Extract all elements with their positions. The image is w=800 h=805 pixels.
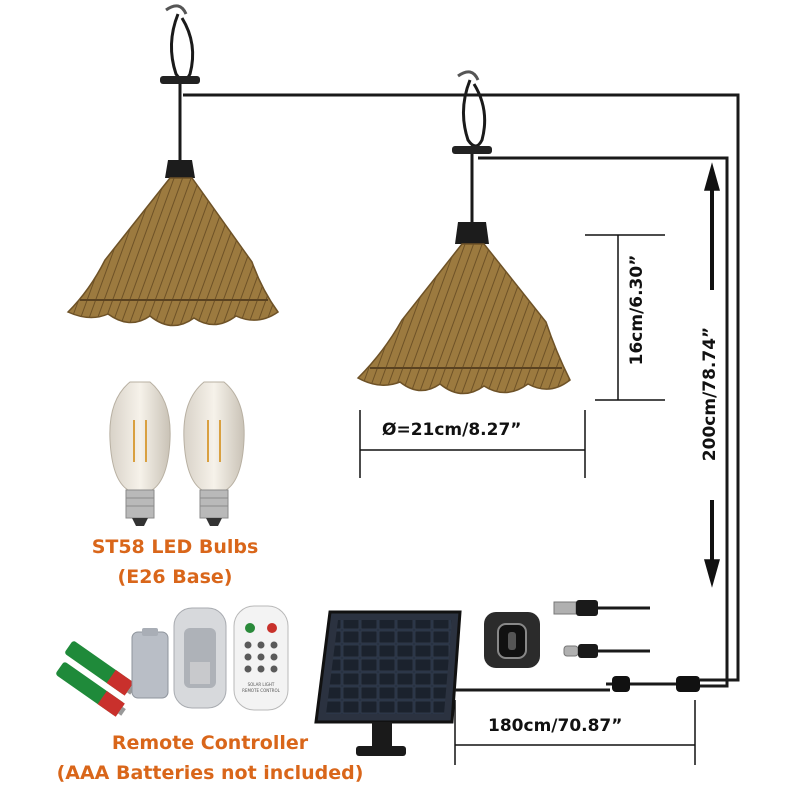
solar-panel <box>314 610 610 756</box>
dimension-lines <box>359 162 720 765</box>
usb-c-cable-icon <box>563 644 650 658</box>
panel-cable-label: 180cm/70.87” <box>488 716 623 736</box>
aaa-batteries <box>56 641 135 717</box>
pendant-lamp-left <box>66 4 280 327</box>
svg-text:SOLAR LIGHT: SOLAR LIGHT <box>248 682 275 687</box>
usb-c-port-icon <box>484 612 540 668</box>
diameter-label: Ø=21cm/8.27” <box>382 420 522 440</box>
hang-length-label: 200cm/78.74” <box>700 326 720 462</box>
remote-back-cover <box>131 628 169 699</box>
shade-height-label: 16cm/6.30” <box>627 254 647 366</box>
remote-note: (AAA Batteries not included) <box>56 762 364 784</box>
remote-front: SOLAR LIGHT REMOTE CONTROL <box>233 605 289 711</box>
bulbs-title: ST58 LED Bulbs <box>91 536 259 558</box>
splitter-connector <box>606 676 700 692</box>
pendant-lamp-right <box>356 70 571 395</box>
main-cable <box>183 93 740 688</box>
usb-cable-icon <box>553 600 650 616</box>
bulb-right <box>183 381 245 526</box>
svg-text:REMOTE CONTROL: REMOTE CONTROL <box>242 688 280 693</box>
bulb-left <box>109 381 171 526</box>
remote-back <box>173 607 227 709</box>
remote-title: Remote Controller <box>111 732 309 754</box>
bulbs-subtitle: (E26 Base) <box>117 566 233 588</box>
hook-icon <box>165 4 188 15</box>
hook-icon <box>457 70 480 81</box>
